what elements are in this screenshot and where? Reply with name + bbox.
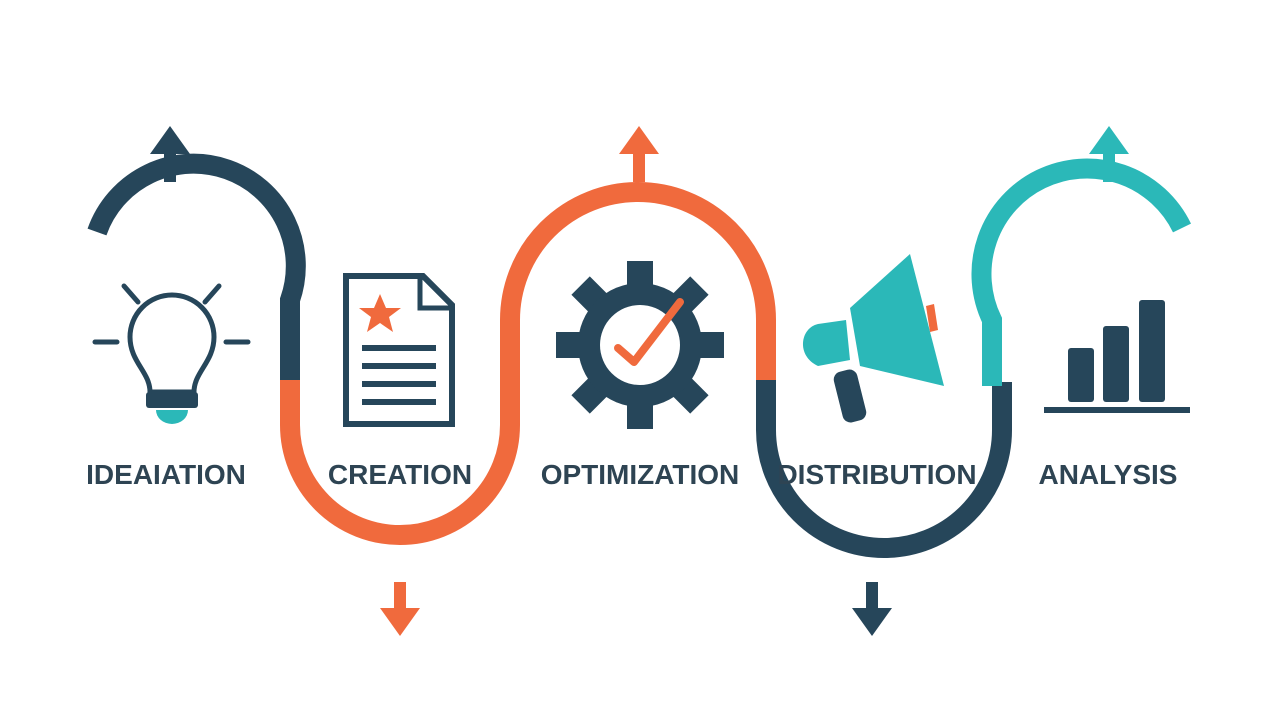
wave-segment-optimization bbox=[500, 182, 776, 380]
stage-label-distribution: DISTRIBUTION bbox=[777, 459, 976, 490]
arrow-up-ideation-icon bbox=[150, 126, 190, 182]
document-star-icon bbox=[343, 273, 455, 427]
wave-segment-ideation bbox=[87, 153, 306, 380]
wave-segment-creation bbox=[280, 320, 520, 545]
lightbulb-icon bbox=[92, 283, 251, 424]
megaphone-icon bbox=[802, 254, 944, 423]
arrow-up-optimization-icon bbox=[619, 126, 659, 182]
stage-label-optimization: OPTIMIZATION bbox=[541, 459, 740, 490]
arrow-down-creation-icon bbox=[380, 582, 420, 636]
wave-segment-analysis bbox=[971, 158, 1191, 386]
stage-label-ideation: IDEAIATION bbox=[86, 459, 246, 490]
wave-segment-distribution bbox=[756, 380, 1012, 558]
gear-check-icon bbox=[556, 261, 724, 429]
stage-label-analysis: ANALYSIS bbox=[1038, 459, 1177, 490]
stage-label-creation: CREATION bbox=[328, 459, 472, 490]
bar-chart-icon bbox=[1044, 300, 1190, 413]
arrow-down-distribution-icon bbox=[852, 582, 892, 636]
arrow-up-analysis-icon bbox=[1089, 126, 1129, 182]
wave-path bbox=[87, 153, 1191, 558]
